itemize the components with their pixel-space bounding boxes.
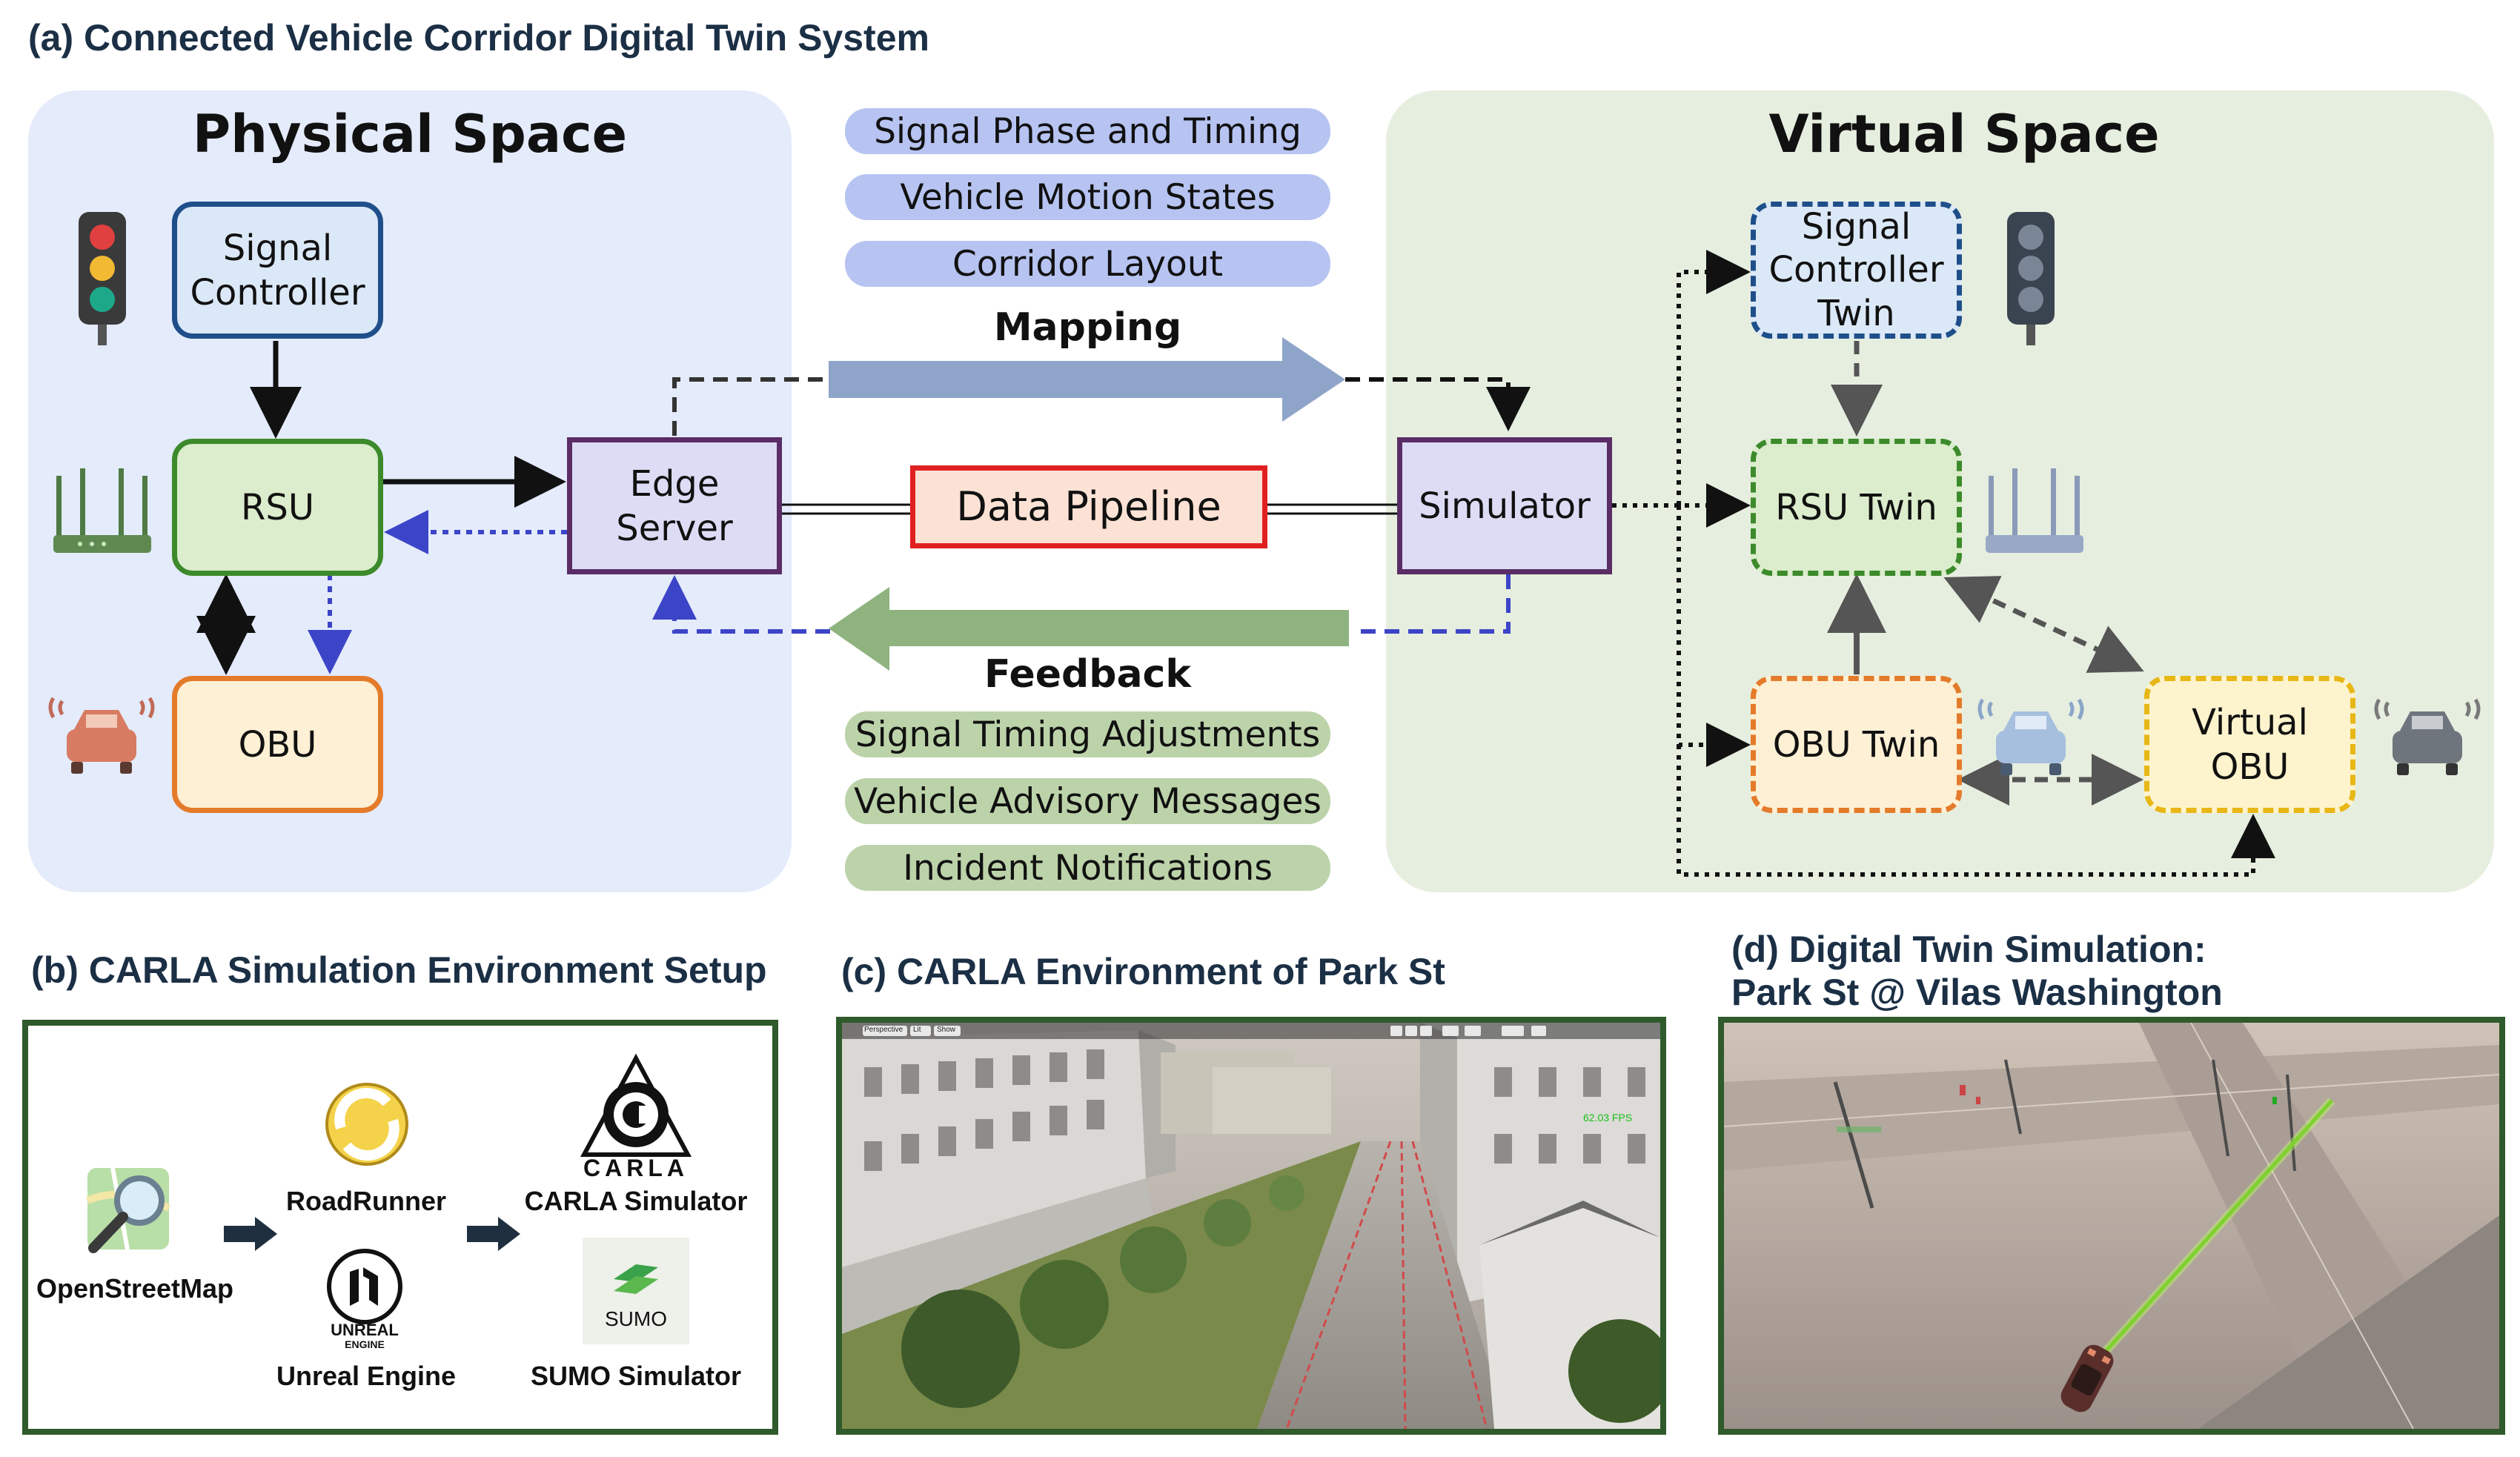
carla-environment-screenshot: Perspective Lit Show 62.03 FPS bbox=[836, 1017, 1666, 1435]
traffic-light-icon bbox=[79, 212, 126, 345]
feedback-item: Signal Timing Adjustments bbox=[845, 711, 1330, 757]
virtual-obu-box: Virtual OBU bbox=[2144, 676, 2355, 813]
signal-controller-twin-box: Signal Controller Twin bbox=[1751, 202, 1962, 339]
mapping-to-simulator-line bbox=[1345, 377, 1531, 431]
roadrunner-icon bbox=[325, 1083, 408, 1166]
panel-d-title-line2: Park St @ Vilas Washington bbox=[1731, 972, 2223, 1013]
feedback-item: Incident Notifications bbox=[845, 845, 1330, 891]
feedback-label: Feedback bbox=[984, 652, 1191, 697]
connected-car-twin-icon bbox=[1977, 698, 2084, 775]
router-icon bbox=[53, 468, 151, 553]
sumo-icon bbox=[614, 1264, 658, 1294]
obu-box: OBU bbox=[172, 676, 383, 813]
mapping-item: Corridor Layout bbox=[845, 241, 1330, 287]
toolbar-perspective-button[interactable]: Perspective bbox=[864, 1026, 903, 1034]
rsu-box: RSU bbox=[172, 439, 383, 576]
obu-twin-box: OBU Twin bbox=[1751, 676, 1962, 813]
physical-space-title: Physical Space bbox=[192, 104, 628, 165]
virtual-car-icon bbox=[2374, 698, 2481, 775]
simulator-to-sc-twin-arrow bbox=[1677, 250, 1751, 505]
mapping-label: Mapping bbox=[993, 305, 1182, 350]
feedback-item: Vehicle Advisory Messages bbox=[845, 778, 1330, 824]
arrow-right-icon bbox=[467, 1217, 520, 1251]
digital-twin-scene bbox=[1724, 1023, 2499, 1429]
data-pipeline-box: Data Pipeline bbox=[910, 465, 1267, 548]
carla-scene bbox=[842, 1023, 1660, 1429]
unreal-logo-text: UNREAL bbox=[331, 1321, 399, 1339]
toolbar-show-button[interactable]: Show bbox=[937, 1026, 956, 1034]
fps-readout: 62.03 FPS bbox=[1583, 1112, 1633, 1124]
rsu-twin-box: RSU Twin bbox=[1751, 439, 1962, 576]
simulator-to-obu-twin-arrow bbox=[1677, 505, 1751, 767]
carla-simulator-label: CARLA Simulator bbox=[524, 1186, 748, 1216]
mapping-item: Signal Phase and Timing bbox=[845, 108, 1330, 154]
feedback-arrow bbox=[829, 587, 1349, 671]
edge-to-mapping-line bbox=[672, 377, 830, 436]
openstreetmap-icon bbox=[85, 1167, 171, 1253]
unreal-engine-label: Unreal Engine bbox=[276, 1361, 457, 1391]
feedback-to-edge-line bbox=[652, 575, 830, 634]
sumo-logo-text: SUMO bbox=[605, 1307, 667, 1330]
connected-car-icon bbox=[48, 697, 155, 774]
simulator-to-feedback-line bbox=[1353, 574, 1511, 634]
panel-c-title: (c) CARLA Environment of Park St bbox=[841, 951, 1445, 992]
roadrunner-label: RoadRunner bbox=[286, 1186, 446, 1216]
mapping-arrow bbox=[829, 337, 1345, 422]
openstreetmap-label: OpenStreetMap bbox=[36, 1273, 234, 1304]
traffic-light-twin-icon bbox=[2007, 212, 2055, 345]
sumo-simulator-label: SUMO Simulator bbox=[530, 1361, 742, 1391]
virtual-space-title: Virtual Space bbox=[1768, 104, 2160, 165]
rsu-twin-virtual-obu-arrow bbox=[1943, 576, 2144, 673]
simulator-to-virtual-obu-arrow bbox=[1677, 745, 2275, 877]
unreal-logo-sub: ENGINE bbox=[345, 1338, 385, 1350]
simulator-box: Simulator bbox=[1397, 437, 1612, 574]
carla-logo-text: CARLA bbox=[583, 1155, 689, 1181]
carla-icon bbox=[580, 1053, 692, 1157]
unreal-engine-icon bbox=[327, 1249, 402, 1324]
edge-server-box: Edge Server bbox=[567, 437, 782, 574]
panel-a-title: (a) Connected Vehicle Corridor Digital T… bbox=[28, 17, 929, 59]
digital-twin-screenshot bbox=[1718, 1017, 2505, 1435]
panel-b-title: (b) CARLA Simulation Environment Setup bbox=[31, 949, 767, 991]
panel-d-title-line1: (d) Digital Twin Simulation: bbox=[1731, 929, 2206, 970]
arrow-right-icon bbox=[224, 1217, 277, 1251]
mapping-item: Vehicle Motion States bbox=[845, 174, 1330, 220]
signal-controller-box: Signal Controller bbox=[172, 202, 383, 339]
router-twin-icon bbox=[1986, 468, 2083, 553]
toolbar-lit-button[interactable]: Lit bbox=[913, 1026, 921, 1034]
